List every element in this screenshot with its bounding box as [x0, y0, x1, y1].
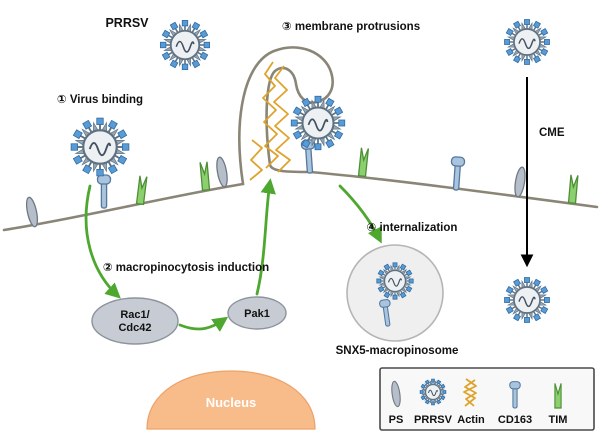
pak1-node — [227, 296, 287, 330]
arrow-internalization — [338, 184, 382, 244]
macropinosome-label: SNX5-macropinosome — [336, 345, 459, 357]
step3-label: ③ membrane protrusions — [282, 21, 420, 33]
actin-filament-zigzag — [273, 65, 291, 173]
cme-label: CME — [539, 127, 565, 139]
virus-icon — [419, 378, 447, 406]
actin-filament-zigzag — [249, 139, 263, 181]
virus-particle-free-top — [159, 19, 211, 71]
prrsv-title: PRRSV — [105, 16, 149, 30]
arrow-virus-to-rac1 — [84, 184, 121, 299]
virus-particle-in-protrusion — [290, 95, 346, 151]
legend-label-tim: TIM — [549, 414, 568, 426]
ps-receptor — [23, 195, 41, 229]
legend-label-prrsv: PRRSV — [414, 414, 453, 426]
tim-receptor — [199, 161, 211, 191]
virus-particle-cme-internalized — [504, 277, 550, 323]
step4-label: ④ internalization — [367, 222, 458, 234]
cdc42-label: Cdc42 — [118, 322, 151, 334]
actin-filament-zigzag — [262, 61, 279, 169]
tim-receptor — [567, 174, 579, 204]
ps-receptor — [512, 165, 528, 199]
actin-filament-icon — [464, 379, 477, 407]
legend-label-actin: Actin — [457, 414, 485, 426]
arrow-pak1-to-protrusion — [255, 178, 276, 296]
nucleus-label: Nucleus — [206, 395, 257, 410]
virus-particle-in-macropinosome — [376, 262, 414, 300]
step1-label: ① Virus binding — [57, 94, 143, 106]
rac1-label: Rac1/ — [120, 309, 149, 321]
cell-membrane-left-and-protrusion-outer — [2, 46, 334, 232]
legend-label-ps: PS — [389, 414, 404, 426]
virus-particle-binding — [70, 117, 130, 177]
cd163-receptor — [96, 174, 112, 209]
actin-filament-icon — [463, 378, 477, 407]
virus-particle-cme-top — [504, 19, 550, 65]
step2-label: ② macropinocytosis induction — [103, 262, 269, 274]
legend-label-cd163: CD163 — [498, 414, 532, 426]
tim-receptor — [135, 175, 148, 206]
nucleus-shape — [146, 370, 316, 430]
arrow-rac1-to-pak1 — [178, 316, 229, 332]
tim-receptor — [357, 147, 370, 178]
cd163-receptor — [448, 155, 466, 192]
rac1-cdc42-node — [91, 297, 179, 345]
ps-receptor — [214, 155, 230, 189]
pak1-label: Pak1 — [244, 308, 270, 320]
